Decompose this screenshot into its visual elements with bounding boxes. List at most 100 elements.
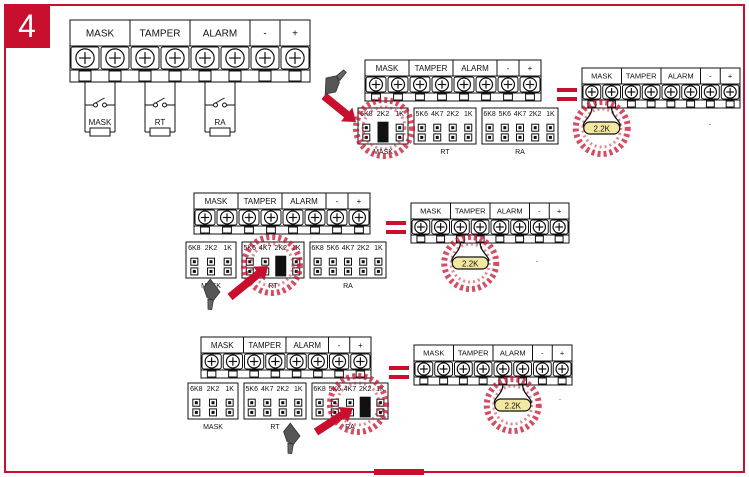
terminal-housing (280, 46, 310, 70)
terminal-pin (354, 226, 364, 234)
terminal-label: + (560, 349, 565, 358)
terminal-pin (288, 226, 298, 234)
terminal-housing (190, 46, 220, 70)
legend-resistor (149, 127, 171, 137)
terminal-pin (537, 377, 547, 385)
jumper-value-label: 2K2 (377, 111, 390, 118)
terminal-pin (557, 377, 567, 385)
jumper-value-label: 1K (225, 386, 234, 393)
terminal-label: MASK (211, 341, 234, 350)
highlight-halo (572, 99, 631, 157)
terminal-pin (439, 377, 449, 385)
terminal-housing (409, 76, 431, 93)
terminal-housing (244, 353, 265, 370)
terminal-label: - (338, 341, 341, 350)
terminal-housing (329, 353, 350, 370)
terminal-housing (454, 361, 473, 377)
terminal-pin (334, 370, 344, 378)
terminal-housing (238, 209, 260, 226)
terminal-label: MASK (420, 207, 441, 216)
terminal-label: + (358, 341, 363, 350)
jumper-value-label: 1K (294, 386, 303, 393)
terminal-housing (201, 353, 222, 370)
terminal-housing (510, 219, 529, 235)
jumper-cap (359, 396, 371, 418)
terminal-label: ALARM (461, 64, 489, 73)
jumper-value-label: 4K7 (342, 245, 355, 252)
resistor-2k2 (583, 121, 621, 135)
terminal-housing (304, 209, 326, 226)
terminal-housing (411, 219, 431, 235)
terminal-pin (646, 100, 656, 108)
terminal-pin (288, 70, 302, 82)
jumper-value-label: 5K6 (499, 111, 512, 118)
hand-pointer-icon (203, 278, 221, 310)
terminal-housing (451, 219, 470, 235)
highlight-halo (353, 97, 415, 159)
terminal-housing (493, 361, 513, 377)
terminal-housing (350, 353, 371, 370)
jumper-value-label: 4K7 (514, 111, 527, 118)
legend-resistor (209, 127, 231, 137)
terminal-pin (626, 100, 636, 108)
terminal-housing (602, 84, 621, 100)
bottom-tab (374, 469, 424, 475)
terminal-housing (431, 76, 453, 93)
terminal-label: TAMPER (415, 64, 448, 73)
terminal-housing (326, 209, 348, 226)
jumper-value-label: 2K2 (359, 386, 372, 393)
terminal-housing (307, 353, 328, 370)
jumper-value-label: 4K7 (261, 386, 274, 393)
switch-contact (153, 102, 158, 108)
jumper-value-label: 1K (376, 386, 385, 393)
terminal-label: - (538, 207, 541, 216)
terminal-pin (291, 370, 302, 378)
terminal-pin (270, 370, 281, 378)
terminal-label: ALARM (500, 349, 526, 358)
terminal-label: - (541, 349, 544, 358)
terminal-pin (458, 377, 468, 385)
jumper-group-name: RT (440, 149, 450, 156)
equals-icon (557, 88, 577, 101)
terminal-pin (198, 70, 212, 82)
terminal-label: - (263, 29, 266, 40)
terminal-pin (266, 226, 276, 234)
jumper-cap (275, 255, 287, 277)
terminal-pin (666, 100, 676, 108)
highlight-halo (483, 376, 542, 434)
jumper-value-label: 5K6 (416, 111, 429, 118)
terminal-pin (206, 370, 217, 378)
terminal-housing (100, 46, 130, 70)
legend-resistor (89, 127, 111, 137)
red-arrow-icon (321, 92, 356, 123)
jumper-value-label: 5K6 (244, 245, 257, 252)
terminal-pin (228, 370, 238, 378)
terminal-label: ALARM (290, 197, 318, 206)
terminal-label: MASK (205, 197, 228, 206)
switch-contact (213, 102, 218, 108)
terminal-housing (222, 353, 243, 370)
terminal-housing (497, 76, 519, 93)
legend-resistor-label: MASK (89, 118, 112, 127)
terminal-housing (701, 84, 720, 100)
switch-contact (162, 102, 167, 108)
equals-icon (386, 221, 406, 234)
terminal-pin (554, 235, 564, 243)
resistor-2k2 (494, 398, 532, 412)
jumper-value-label: 6K8 (190, 386, 203, 393)
terminal-pin (200, 226, 210, 234)
terminal-housing (160, 46, 190, 70)
stray-dot: . (709, 118, 711, 127)
terminal-pin (686, 100, 696, 108)
jumper-group-name: RA (515, 149, 525, 156)
jumper-value-label: 2K2 (207, 386, 220, 393)
terminal-pin (258, 70, 272, 82)
terminal-label: ALARM (293, 341, 321, 350)
terminal-housing (490, 219, 510, 235)
terminal-housing (216, 209, 238, 226)
hand-pointer-icon (324, 69, 347, 95)
terminal-label: + (728, 72, 733, 81)
terminal-label: MASK (86, 29, 115, 40)
terminal-housing (681, 84, 700, 100)
jumper-group-name: RT (270, 424, 280, 431)
